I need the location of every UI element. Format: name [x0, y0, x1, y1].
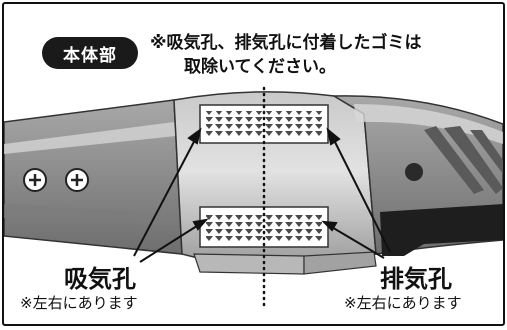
exhaust-label: 排気孔 [380, 265, 452, 293]
instruction-panel: 本体部 ※吸気孔、排気孔に付着したゴミは 取除いてください。 吸気孔 ※左右にあ… [2, 2, 505, 326]
screw-icon [65, 168, 89, 192]
note-line-2: 取除いてください。 [184, 57, 336, 77]
button-hole-icon [405, 163, 423, 181]
cleaning-note: ※吸気孔、排気孔に付着したゴミは 取除いてください。 [150, 31, 422, 79]
exhaust-note: ※左右にあります [344, 294, 462, 312]
arrow-icon [133, 127, 391, 263]
note-line-1: ※吸気孔、排気孔に付着したゴミは [150, 33, 422, 53]
intake-label: 吸気孔 [64, 265, 136, 293]
device-body-illustration [4, 86, 503, 312]
intake-note: ※左右にあります [20, 294, 138, 312]
switch-block [380, 204, 503, 256]
section-badge: 本体部 [42, 37, 138, 69]
screw-icon [23, 168, 47, 192]
